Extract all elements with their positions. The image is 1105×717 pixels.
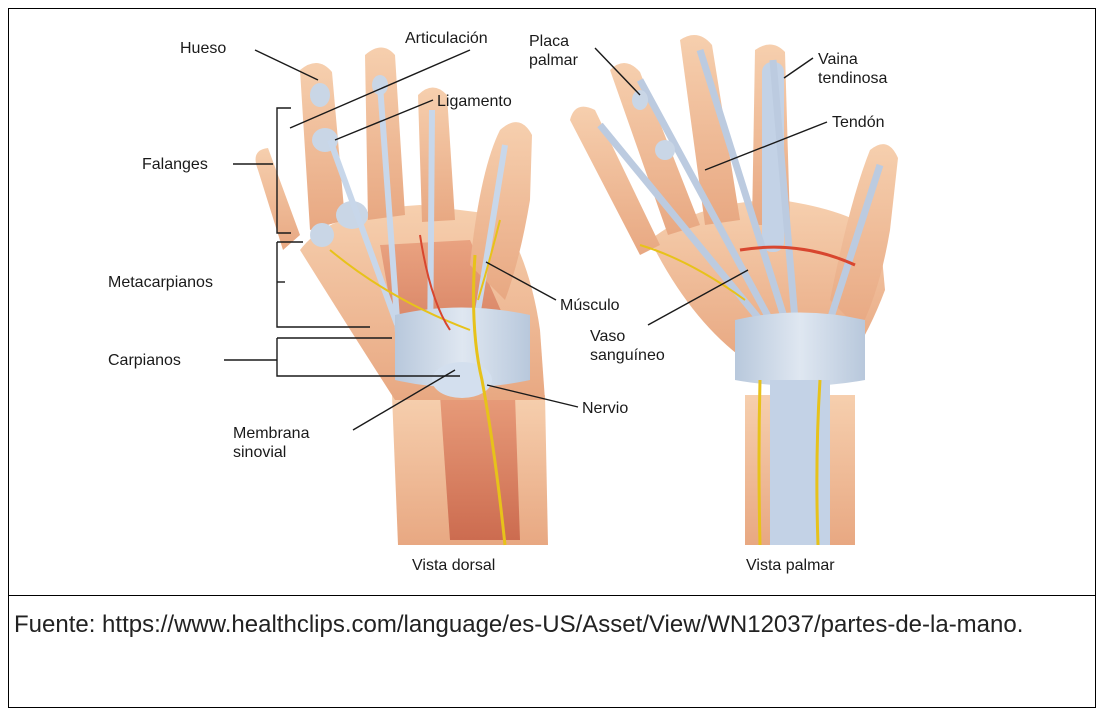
- label-vaina-line2: tendinosa: [818, 70, 887, 87]
- label-ligamento: Ligamento: [437, 93, 512, 110]
- label-placa-palmar-line1: Placa: [529, 33, 569, 50]
- label-metacarpianos: Metacarpianos: [108, 274, 213, 291]
- label-vaso-line2: sanguíneo: [590, 347, 665, 364]
- hand-anatomy-diagram: Hueso Articulación Placa palmar Vaina te…: [0, 0, 1105, 600]
- label-nervio: Nervio: [582, 400, 628, 417]
- label-tendon: Tendón: [832, 114, 885, 131]
- label-musculo: Músculo: [560, 297, 620, 314]
- label-membrana-line2: sinovial: [233, 444, 286, 461]
- label-falanges: Falanges: [142, 156, 208, 173]
- palmar-hand-illustration: [570, 35, 898, 545]
- view-caption-dorsal: Vista dorsal: [412, 557, 495, 574]
- figure-source-caption: Fuente: https://www.healthclips.com/lang…: [14, 604, 1084, 645]
- label-vaso-line1: Vaso: [590, 328, 625, 345]
- label-placa-palmar-line2: palmar: [529, 52, 579, 69]
- view-caption-palmar: Vista palmar: [746, 557, 835, 574]
- label-membrana-line1: Membrana: [233, 425, 310, 442]
- label-carpianos: Carpianos: [108, 352, 181, 369]
- dorsal-hand-illustration: [256, 48, 548, 546]
- label-hueso: Hueso: [180, 40, 226, 57]
- label-vaina-line1: Vaina: [818, 51, 858, 68]
- label-articulacion: Articulación: [405, 30, 488, 47]
